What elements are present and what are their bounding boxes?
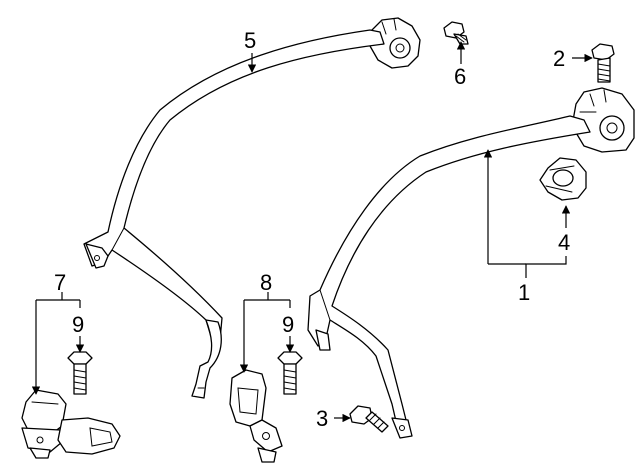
callout-6: 6 bbox=[454, 64, 466, 89]
buckle-8 bbox=[229, 369, 283, 463]
callout-9-left: 9 bbox=[72, 312, 84, 337]
buckle-assembly-7 bbox=[21, 389, 121, 459]
callout-1: 1 bbox=[518, 280, 530, 305]
bolt-9-center bbox=[277, 351, 303, 395]
bolt-6 bbox=[443, 21, 469, 45]
bolt-9-left bbox=[67, 351, 93, 395]
callout-9-center: 9 bbox=[282, 312, 294, 337]
callout-5: 5 bbox=[244, 28, 256, 53]
guide-4 bbox=[539, 157, 587, 201]
bolt-2 bbox=[591, 43, 615, 83]
rear-seat-belt-right bbox=[307, 87, 635, 439]
callout-4: 4 bbox=[558, 230, 570, 255]
callout-labels: 5 6 2 1 4 3 7 9 8 9 bbox=[54, 28, 570, 431]
leader-lines bbox=[31, 41, 593, 423]
callout-8: 8 bbox=[260, 270, 272, 295]
callout-2: 2 bbox=[553, 46, 565, 71]
callout-3: 3 bbox=[316, 406, 328, 431]
bolt-3 bbox=[349, 405, 389, 433]
rear-seat-belt-left bbox=[83, 17, 421, 399]
callout-7: 7 bbox=[54, 270, 66, 295]
